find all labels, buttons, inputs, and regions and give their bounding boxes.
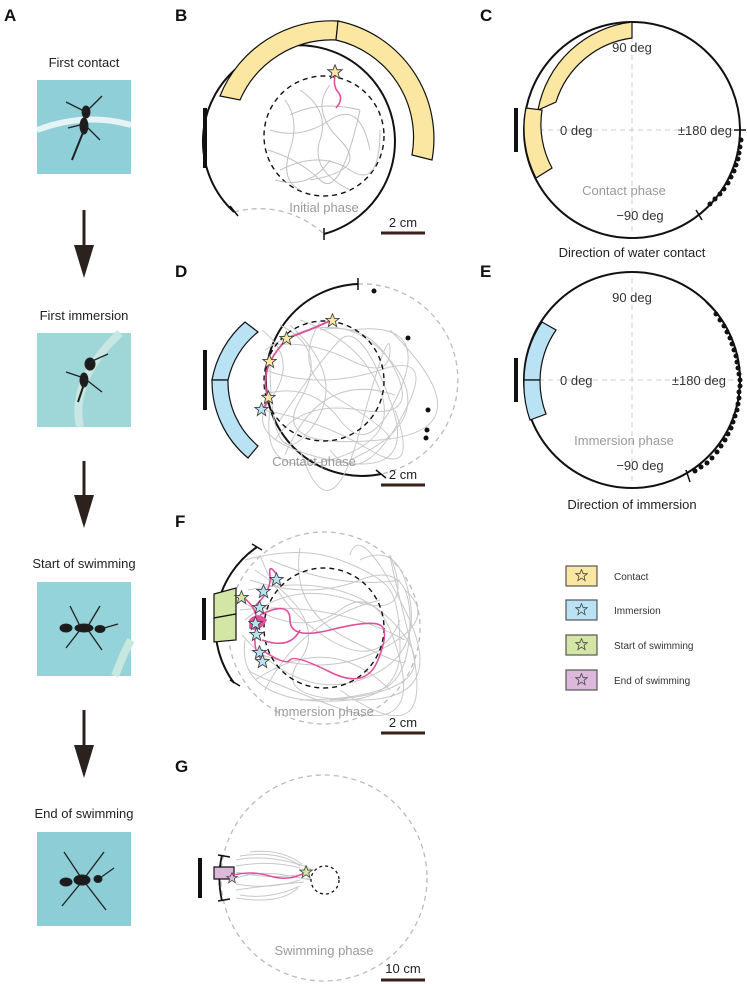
step-label-first-contact: First contact	[49, 55, 120, 70]
panel-label-e: E	[480, 262, 491, 281]
step-label-end-of-swimming: End of swimming	[35, 806, 134, 821]
panel-c-contact-direction: 90 deg 0 deg ±180 deg −90 deg Contact ph…	[514, 21, 746, 260]
panel-label-g: G	[175, 757, 188, 776]
phase-label-initial: Initial phase	[289, 200, 358, 215]
scale-label-b: 2 cm	[389, 215, 417, 230]
ant-image-3	[59, 605, 135, 678]
panel-g-swimming: Swimming phase 10 cm	[198, 774, 428, 982]
angle-label-minus90: −90 deg	[616, 208, 663, 223]
legend-item-immersion: Immersion	[565, 599, 661, 621]
panel-label-d: D	[175, 262, 187, 281]
panel-a-sequence: First contact First immersion Start of s…	[32, 55, 136, 926]
panel-label-a: A	[4, 6, 16, 25]
star-contact-d2-icon	[279, 331, 294, 345]
scale-label-f: 2 cm	[389, 715, 417, 730]
angle-label-180-e: ±180 deg	[672, 373, 726, 388]
panel-label-c: C	[480, 6, 492, 25]
angle-label-90-e: 90 deg	[612, 290, 652, 305]
ant-image-1	[35, 95, 132, 161]
phase-label-swimming: Swimming phase	[275, 943, 374, 958]
legend-label-immersion: Immersion	[614, 606, 661, 617]
scale-label-g: 10 cm	[385, 961, 420, 976]
legend-label-contact: Contact	[614, 572, 649, 583]
ant-image-4	[59, 851, 115, 911]
phase-label-contact-c: Contact phase	[582, 183, 666, 198]
caption-e: Direction of immersion	[567, 497, 696, 512]
panel-label-f: F	[175, 512, 185, 531]
legend-label-start: Start of swimming	[614, 641, 693, 652]
angle-label-minus90-e: −90 deg	[616, 458, 663, 473]
panel-d-contact: Contact phase 2 cm	[203, 278, 459, 491]
scale-label-d: 2 cm	[389, 467, 417, 482]
star-start-g-icon	[299, 865, 313, 879]
angle-label-0: 0 deg	[560, 123, 593, 138]
panel-b-initial: Initial phase 2 cm	[201, 20, 435, 240]
star-contact-d1-icon	[325, 313, 340, 327]
panel-e-immersion-direction: 90 deg 0 deg ±180 deg −90 deg Immersion …	[514, 271, 743, 512]
phase-label-contact-d: Contact phase	[272, 454, 356, 469]
angle-label-180: ±180 deg	[678, 123, 732, 138]
phase-label-immersion-e: Immersion phase	[574, 433, 674, 448]
legend: Contact Immersion Start of swimming End …	[565, 565, 693, 691]
step-label-first-immersion: First immersion	[40, 308, 129, 323]
legend-item-contact: Contact	[565, 565, 649, 587]
phase-label-immersion-f: Immersion phase	[274, 704, 374, 719]
angle-label-0-e: 0 deg	[560, 373, 593, 388]
caption-c: Direction of water contact	[559, 245, 706, 260]
angle-label-90: 90 deg	[612, 40, 652, 55]
step-label-start-of-swimming: Start of swimming	[32, 556, 135, 571]
panel-label-b: B	[175, 6, 187, 25]
legend-item-start: Start of swimming	[565, 634, 693, 656]
legend-label-end: End of swimming	[614, 676, 690, 687]
panel-f-immersion: Immersion phase 2 cm	[202, 531, 425, 735]
ant-image-2	[65, 330, 123, 428]
legend-item-end: End of swimming	[565, 669, 690, 691]
star-immersion-f1-icon	[269, 572, 284, 586]
